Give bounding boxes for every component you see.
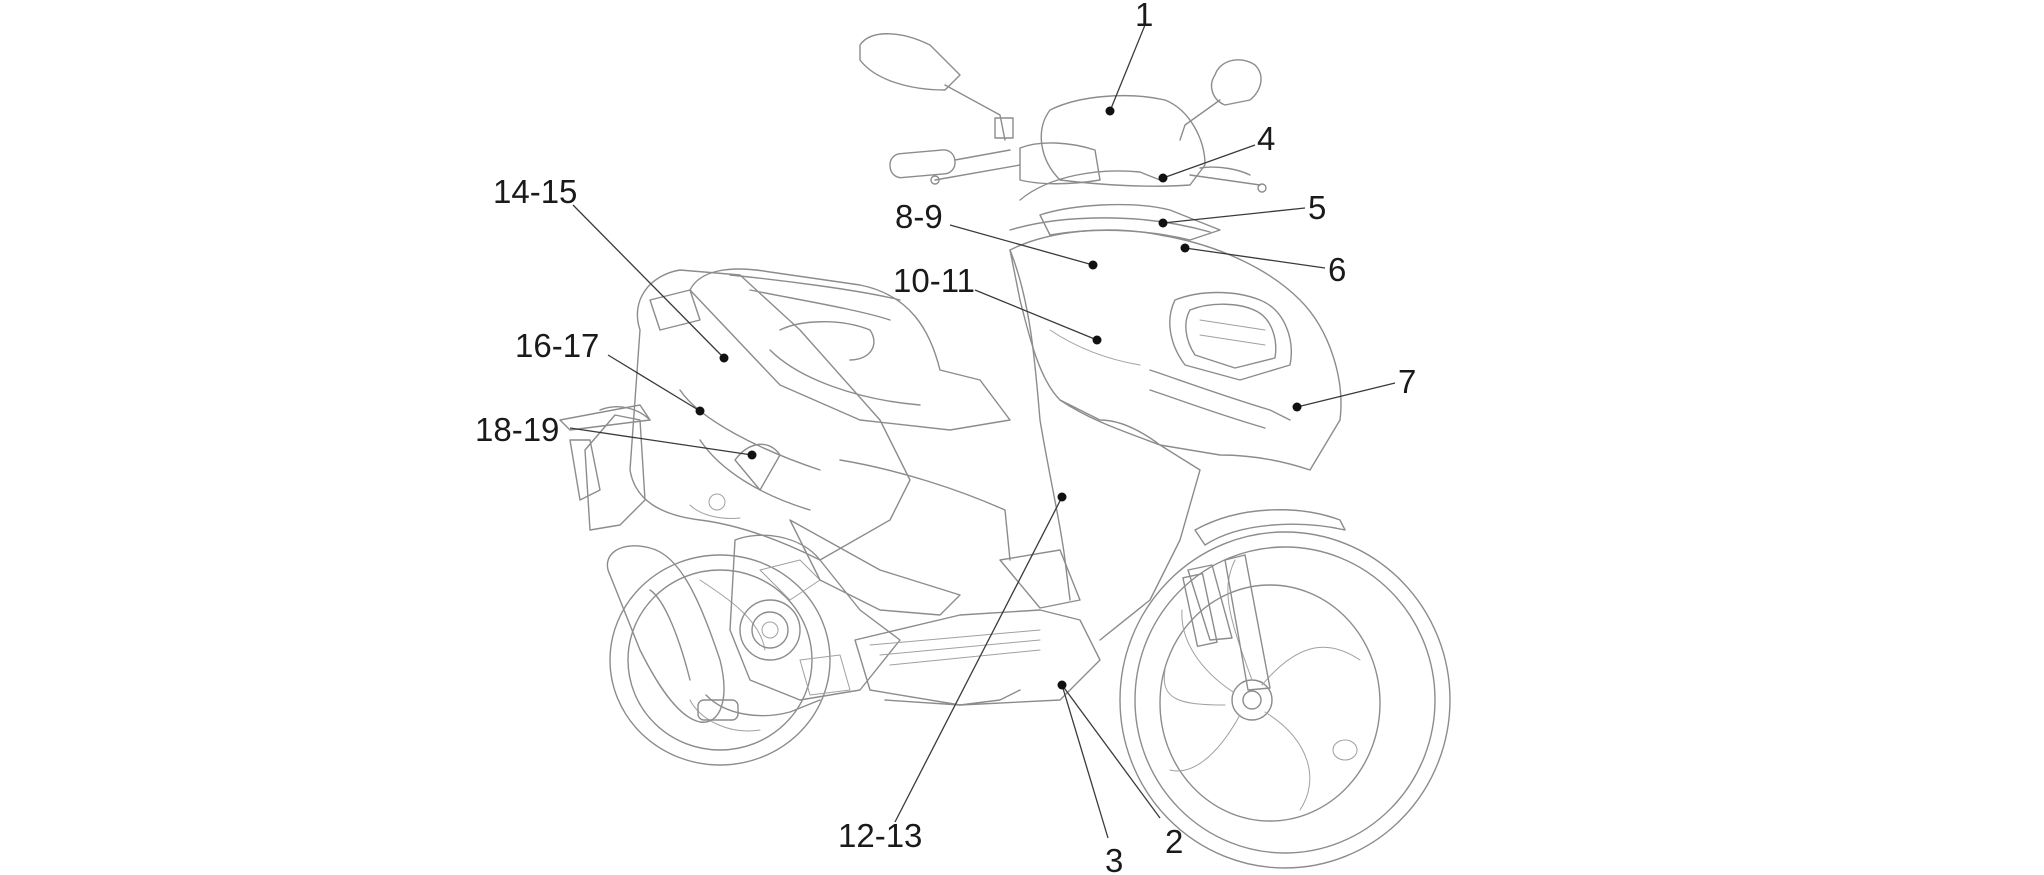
seat [689,268,1011,431]
right-mirror [1179,59,1262,141]
leader-1 [1109,24,1146,112]
callout-5: 5 [1308,189,1326,226]
marker-6 [1180,243,1190,253]
handlebar-cover [1009,170,1221,241]
headlight [1149,291,1292,429]
callout-labels: 1 2 3 4 5 6 7 8-9 10-11 12-13 14-15 16-1… [475,0,1416,875]
license-plate-bracket [559,404,651,531]
leader-18-19 [569,427,753,456]
left-mirror [859,33,1014,141]
leader-7 [1296,382,1396,408]
marker-5 [1158,218,1168,228]
handlebars [889,149,1267,193]
point-markers [695,106,1302,690]
front-body [1009,229,1342,641]
marker-14-15 [719,353,729,363]
engine-block [729,534,1021,706]
marker-4 [1158,173,1168,183]
leader-4 [1162,144,1256,179]
side-panel [839,459,1011,561]
front-fork [1163,554,1271,706]
callout-1: 1 [1135,0,1153,33]
dashboard [1019,142,1101,185]
marker-1 [1105,106,1115,116]
marker-2-3 [1057,680,1067,690]
marker-16-17 [695,406,705,416]
leader-6 [1184,247,1326,269]
footboard [854,549,1101,706]
callout-3: 3 [1105,842,1123,875]
callout-10-11: 10-11 [893,262,975,299]
callout-4: 4 [1257,120,1275,157]
front-fender [1194,509,1346,546]
leader-16-17 [607,354,701,412]
leader-3 [1061,684,1109,839]
leader-14-15 [572,204,725,359]
marker-18-19 [747,450,757,460]
front-wheel [1119,531,1451,869]
leader-5 [1162,207,1306,224]
callout-12-13: 12-13 [838,817,922,854]
callout-16-17: 16-17 [515,327,599,364]
leader-12-13 [894,496,1063,823]
callout-8-9: 8-9 [895,198,943,235]
rear-wheel [609,554,831,766]
marker-12-13 [1057,492,1067,502]
windscreen [1040,94,1206,187]
leader-lines [569,24,1396,839]
tail-light [649,289,701,331]
leader-8-9 [949,224,1094,266]
rear-body [629,269,961,616]
scooter-illustration [559,33,1451,869]
exhaust [606,545,821,723]
marker-10-11 [1092,335,1102,345]
marker-7 [1292,402,1302,412]
callout-6: 6 [1328,251,1346,288]
callout-7: 7 [1398,363,1416,400]
leader-10-11 [974,289,1098,341]
marker-8-9 [1088,260,1098,270]
callout-2: 2 [1165,823,1183,860]
callout-14-15: 14-15 [493,173,577,210]
leader-2 [1061,684,1161,819]
callout-18-19: 18-19 [475,411,559,448]
